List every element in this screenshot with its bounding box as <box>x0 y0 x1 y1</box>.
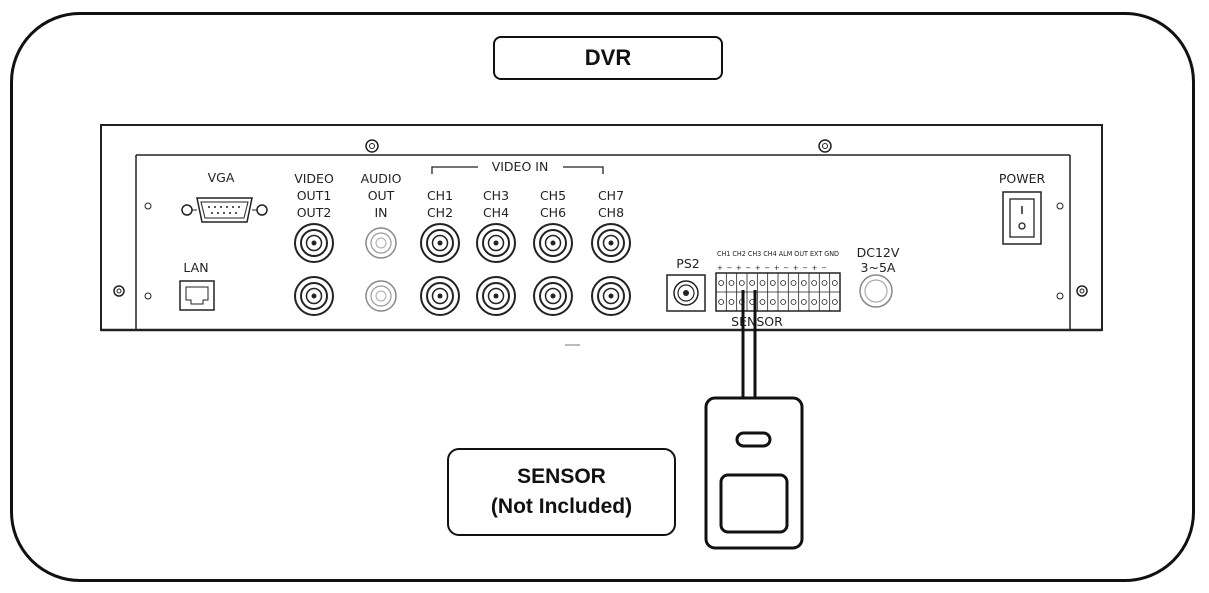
bnc-connector-icon <box>294 223 334 263</box>
mount-hole-icon <box>1056 202 1064 210</box>
bnc-connector-icon <box>533 276 573 316</box>
mount-hole-icon <box>144 202 152 210</box>
sensor-callout-note: (Not Included) <box>490 495 633 518</box>
screw-icon <box>1076 285 1088 297</box>
video-out1-label: OUT1 <box>297 188 332 203</box>
diagram-frame <box>10 12 1195 582</box>
bnc-connector-icon <box>591 276 631 316</box>
video-in-label: VIDEO IN <box>492 159 549 174</box>
bnc-connector-icon <box>420 223 460 263</box>
screw-icon <box>113 285 125 297</box>
ps2-label: PS2 <box>676 256 699 271</box>
sensor-wires <box>741 290 757 398</box>
bnc-connector-icon <box>533 223 573 263</box>
terminal-polarity-label: + − + − + − + − + − + − <box>717 264 827 272</box>
sensor-terminal-label: SENSOR <box>731 314 783 329</box>
dc-current-label: 3~5A <box>861 260 896 275</box>
vga-port-icon <box>181 197 268 223</box>
sensor-device-icon <box>704 396 804 550</box>
ch8-label: CH8 <box>598 205 624 220</box>
power-label: POWER <box>999 171 1046 186</box>
rca-jack-icon <box>365 280 397 312</box>
ch4-label: CH4 <box>483 205 509 220</box>
bnc-connector-icon <box>294 276 334 316</box>
ps2-port-icon <box>666 274 706 312</box>
rca-jack-icon <box>365 227 397 259</box>
dc-voltage-label: DC12V <box>857 245 900 260</box>
diagram-title: DVR <box>493 36 723 80</box>
terminal-header-label: CH1 CH2 CH3 CH4 ALM OUT EXT GND <box>717 250 839 258</box>
audio-in-label: IN <box>374 205 387 220</box>
dc-power-jack-icon <box>859 274 893 308</box>
lan-port-icon <box>179 280 215 311</box>
ch2-label: CH2 <box>427 205 453 220</box>
sensor-terminal-block <box>715 272 841 312</box>
sensor-callout: SENSOR (Not Included) <box>447 448 676 536</box>
ch6-label: CH6 <box>540 205 566 220</box>
bnc-connector-icon <box>420 276 460 316</box>
bnc-connector-icon <box>591 223 631 263</box>
audio-label: AUDIO <box>361 171 402 186</box>
lan-label: LAN <box>183 260 208 275</box>
video-out-label: VIDEO <box>294 171 334 186</box>
audio-out-label: OUT <box>368 188 395 203</box>
bnc-connector-icon <box>476 276 516 316</box>
video-out2-label: OUT2 <box>297 205 332 220</box>
sensor-callout-title: SENSOR <box>517 465 606 488</box>
ch3-label: CH3 <box>483 188 509 203</box>
screw-icon <box>818 139 832 153</box>
ch5-label: CH5 <box>540 188 566 203</box>
bnc-connector-icon <box>476 223 516 263</box>
power-switch-icon <box>1002 191 1042 245</box>
mount-hole-icon <box>1056 292 1064 300</box>
ch1-label: CH1 <box>427 188 453 203</box>
vga-label: VGA <box>208 170 235 185</box>
ch7-label: CH7 <box>598 188 624 203</box>
mount-hole-icon <box>144 292 152 300</box>
screw-icon <box>365 139 379 153</box>
